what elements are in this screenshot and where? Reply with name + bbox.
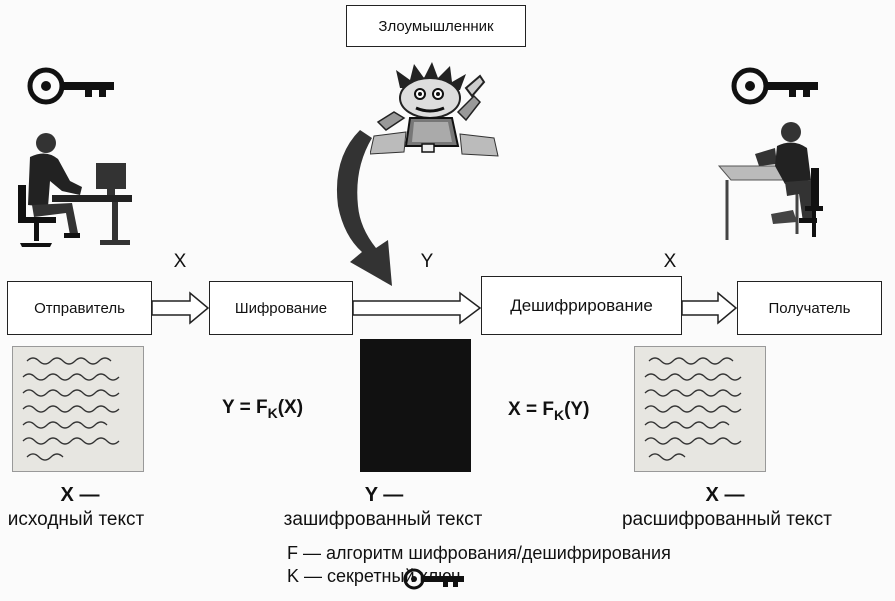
encryption-formula-rhs: (X) [277, 397, 304, 418]
decryption-label: Дешифрирование [510, 295, 653, 315]
sender-label: Отправитель [34, 299, 125, 317]
flow-arrow-1 [152, 291, 210, 325]
flow-arrow-2 [353, 291, 482, 325]
receiver-box: Получатель [737, 281, 882, 335]
receiver-label: Получатель [768, 299, 851, 317]
key-icon [731, 67, 818, 105]
source-caption-text: исходный текст [7, 509, 145, 530]
cipher-caption-text: зашифрованный текст [283, 509, 483, 530]
legend-line-1: F — алгоритм шифрования/дешифрирования [287, 543, 671, 563]
decryption-formula: X = FK(Y) [508, 399, 589, 423]
key-icon [27, 67, 114, 105]
decryption-formula-rhs: (Y) [564, 399, 590, 420]
arrow1-label: X [173, 251, 187, 272]
decrypted-caption-var: X — [705, 484, 745, 506]
decrypted-text-note [634, 346, 766, 472]
cipher-caption-var: Y — [364, 484, 404, 506]
decrypted-caption-text: расшифрованный текст [621, 509, 833, 530]
encryption-box: Шифрование [209, 281, 353, 335]
sender-box: Отправитель [7, 281, 152, 335]
flow-arrow-3 [682, 291, 738, 325]
encryption-formula: Y = FK(X) [222, 397, 303, 421]
attacker-label: Злоумышленник [378, 17, 494, 35]
arrow2-label: Y [420, 251, 434, 272]
key-icon [403, 568, 464, 590]
hacker-at-laptop-icon [370, 62, 499, 157]
arrow3-label: X [663, 251, 677, 272]
source-caption-var: X — [60, 484, 100, 506]
ciphertext-block [360, 339, 471, 472]
encryption-formula-lhs: Y = F [222, 397, 268, 418]
intercept-arrow-icon [336, 130, 392, 286]
attacker-label-box: Злоумышленник [346, 5, 526, 47]
person-at-desk-icon [717, 122, 823, 240]
encryption-label: Шифрование [234, 299, 328, 317]
decryption-formula-key: K [553, 406, 565, 423]
source-text-note [12, 346, 144, 472]
person-at-computer-icon [18, 133, 132, 247]
decryption-formula-lhs: X = F [508, 399, 554, 420]
encryption-formula-key: K [267, 404, 278, 421]
decryption-box: Дешифрирование [481, 276, 682, 335]
